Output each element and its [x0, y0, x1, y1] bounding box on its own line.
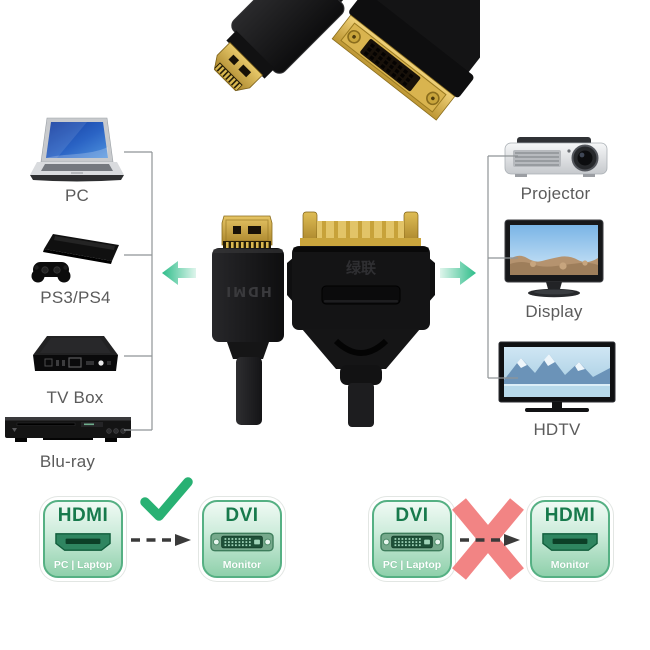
- arrow-right-icon: [440, 261, 476, 285]
- dvi-target-card: DVI Monitor: [202, 500, 282, 578]
- device-tv-box-label: TV Box: [46, 388, 104, 407]
- device-tv-box: TV Box: [24, 330, 126, 408]
- device-ps3-ps4: PS3/PS4: [18, 226, 133, 308]
- hdmi-port-icon: [542, 532, 598, 551]
- arrow-left-icon: [162, 261, 196, 285]
- left-bracket-lines: [124, 151, 153, 431]
- dvi-source-card-subtitle: PC | Laptop: [382, 559, 442, 571]
- hdmi-source-card-subtitle: PC | Laptop: [53, 559, 113, 571]
- device-display: Display: [498, 218, 610, 322]
- device-ps3-ps4-label: PS3/PS4: [40, 288, 111, 307]
- brand-marking-text: 绿联: [346, 259, 377, 277]
- display-monitor-icon: [504, 219, 604, 298]
- device-pc-label: PC: [64, 186, 90, 205]
- hdmi-target-card-subtitle: Monitor: [550, 559, 590, 571]
- right-bracket-lines: [487, 155, 518, 379]
- hdtv-icon: [498, 341, 616, 412]
- device-hdtv-label: HDTV: [533, 420, 581, 439]
- device-hdtv: HDTV: [495, 340, 619, 440]
- dvi-source-card: DVI PC | Laptop: [372, 500, 452, 578]
- projector-icon: [504, 137, 607, 177]
- dvi-port-icon: [210, 532, 274, 552]
- hdmi-target-card-title: HDMI: [544, 505, 596, 526]
- tv-box-icon: [32, 336, 118, 371]
- hdmi-source-card-title: HDMI: [57, 505, 109, 526]
- laptop-icon: [30, 117, 124, 182]
- dvi-target-card-title: DVI: [225, 505, 259, 526]
- game-console-icon: [31, 234, 119, 283]
- device-projector: Projector: [498, 134, 613, 204]
- device-blu-ray: Blu-ray: [0, 410, 135, 472]
- check-icon: [140, 477, 193, 521]
- cross-icon: [452, 498, 524, 580]
- hdmi-plug: HDMI: [212, 215, 284, 425]
- dashed-arrow-icon: [460, 534, 520, 546]
- hdmi-to-dvi-cable-photo: HDMI 绿联: [212, 211, 435, 427]
- blu-ray-player-icon: [4, 417, 131, 442]
- device-display-label: Display: [525, 302, 583, 321]
- hdmi-target-card: HDMI Monitor: [530, 500, 610, 578]
- dvi-adapter: 绿联: [287, 211, 435, 427]
- hdmi-port-icon: [55, 532, 111, 551]
- device-blu-ray-label: Blu-ray: [39, 452, 96, 471]
- device-pc: PC: [22, 116, 132, 206]
- dvi-source-card-title: DVI: [395, 505, 429, 526]
- device-projector-label: Projector: [520, 184, 591, 203]
- dashed-arrow-icon: [131, 534, 191, 546]
- hdmi-male-connector-photo: [213, 0, 348, 92]
- dvi-port-icon: [380, 532, 444, 552]
- hdmi-marking-text: HDMI: [224, 283, 271, 298]
- dvi-target-card-subtitle: Monitor: [222, 559, 262, 571]
- dvi-female-adapter-photo: [331, 0, 480, 121]
- hdmi-source-card: HDMI PC | Laptop: [43, 500, 123, 578]
